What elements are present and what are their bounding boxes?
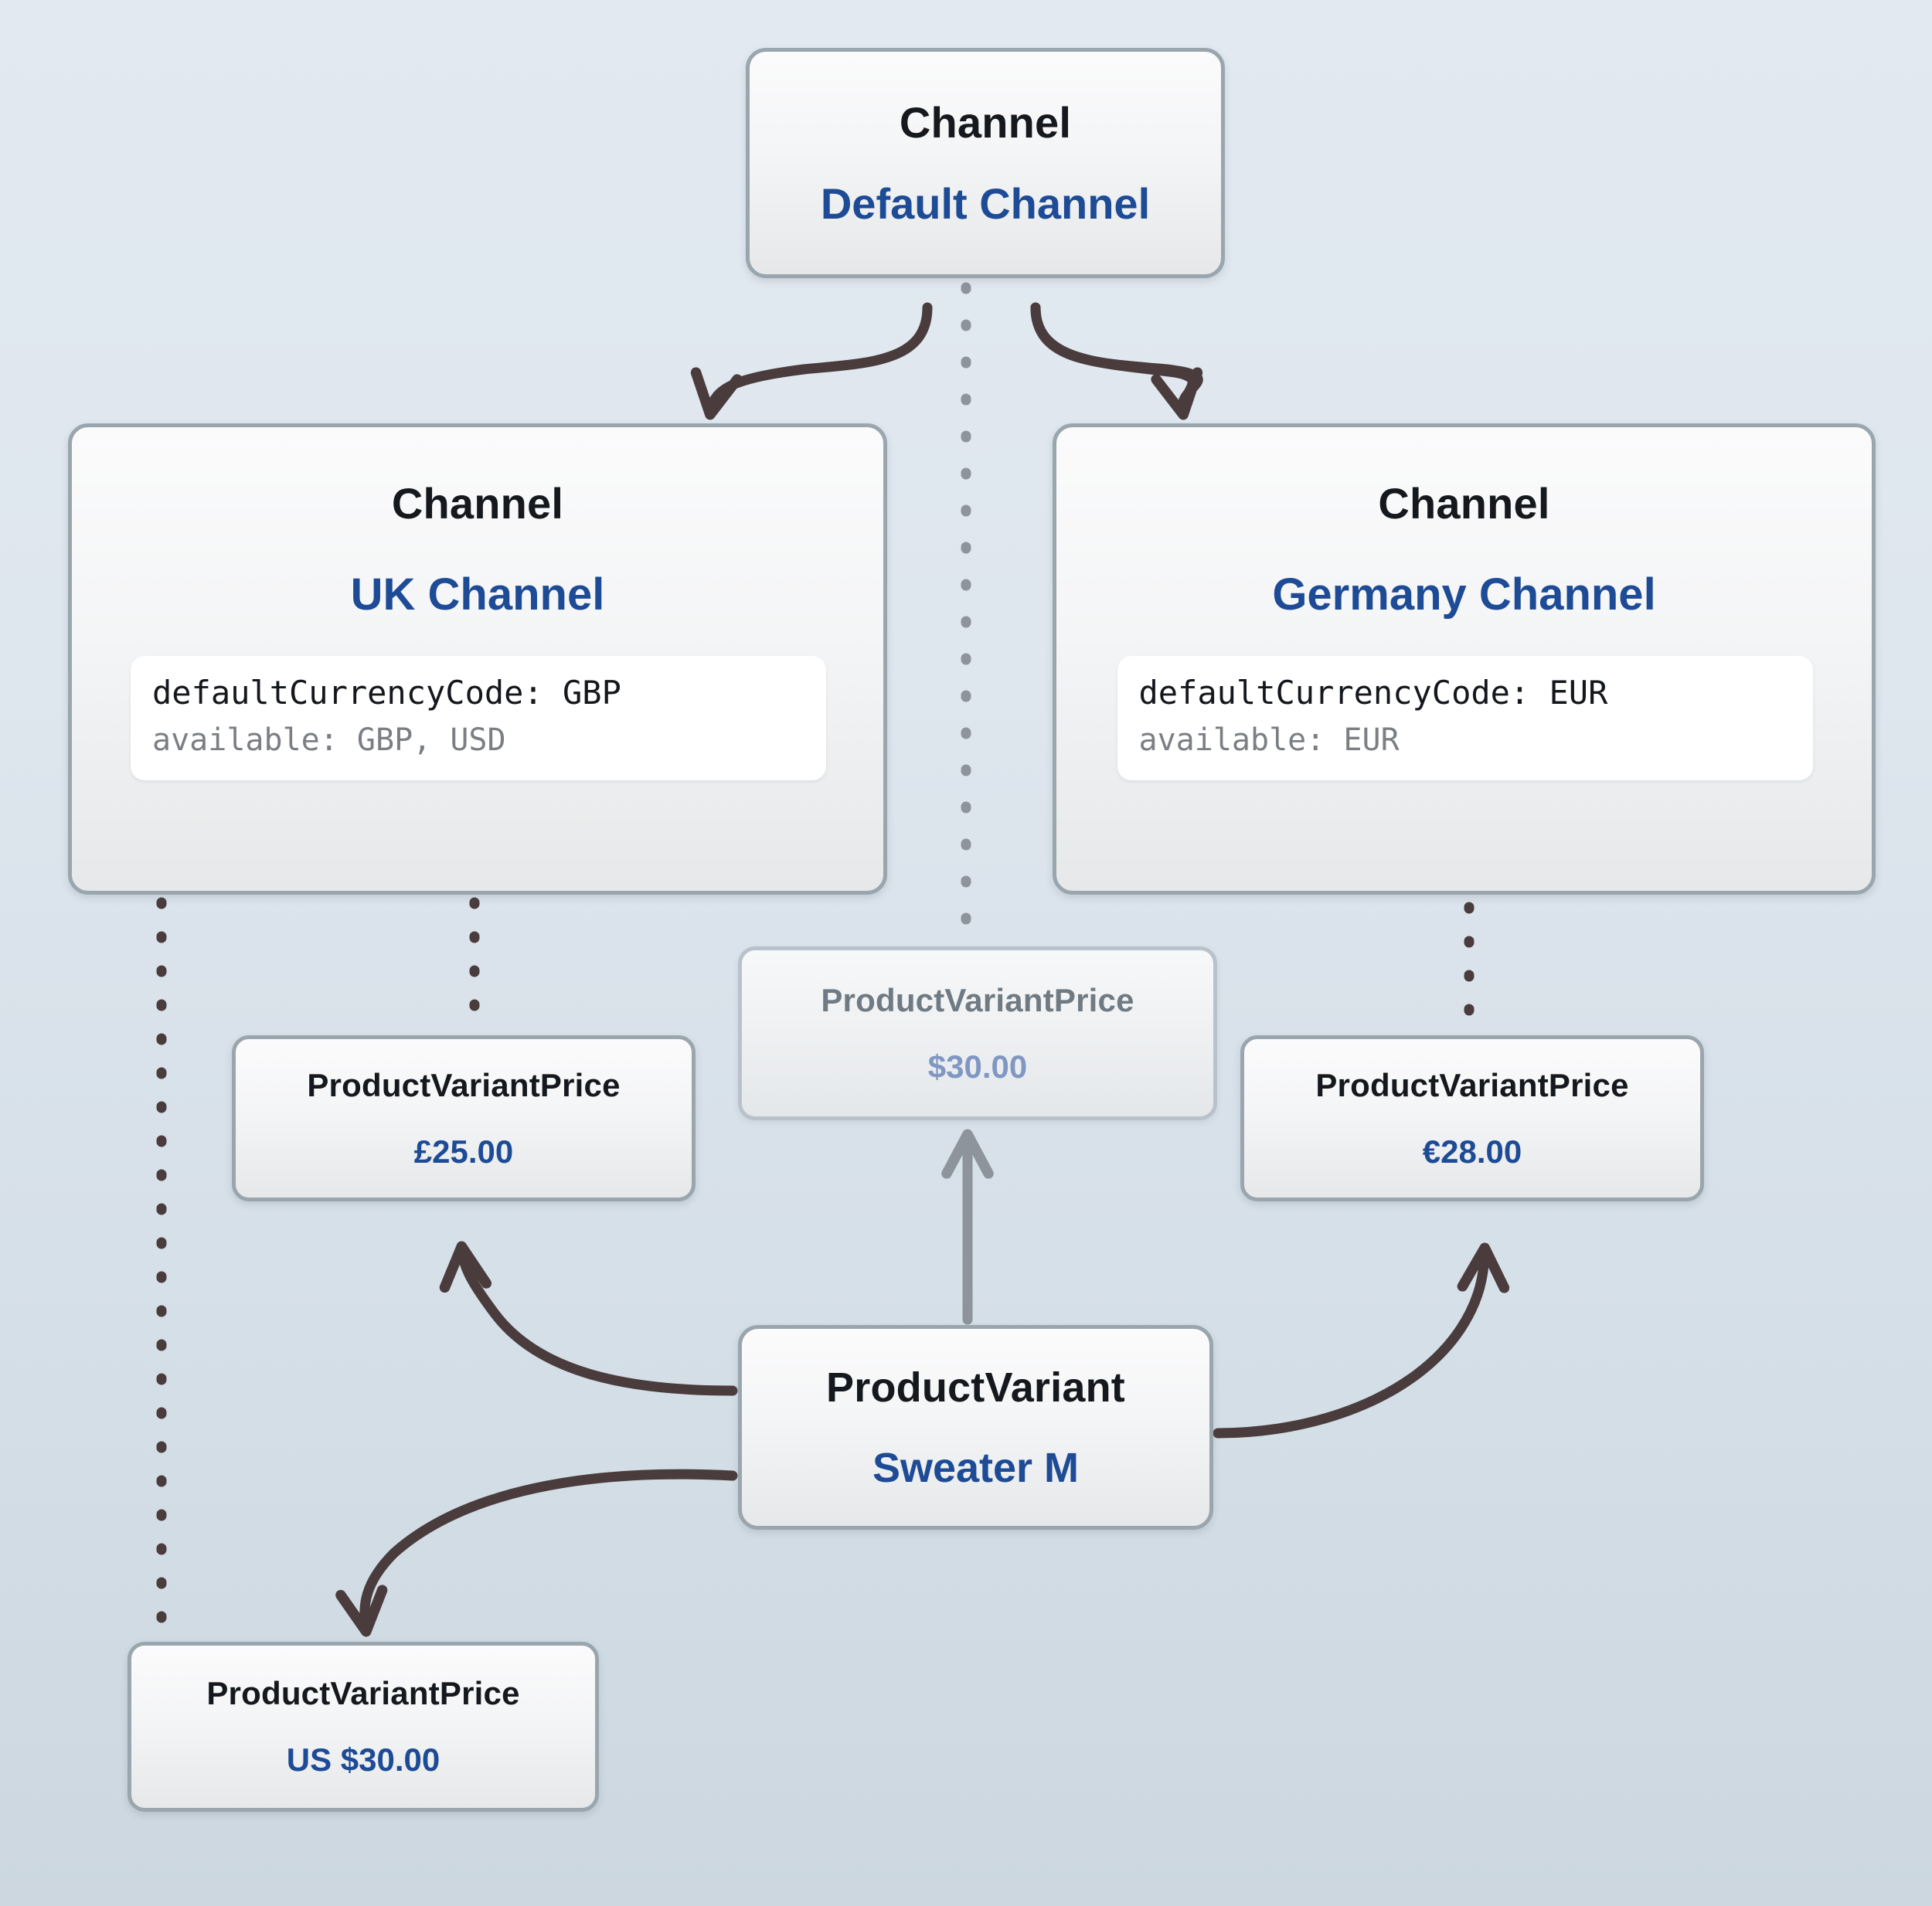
node-product-variant[interactable]: ProductVariant Sweater M — [738, 1325, 1213, 1530]
edge-default-channel-to-uk-channel — [690, 302, 933, 420]
edge-product-variant-to-price-eur — [1213, 1242, 1510, 1439]
attribute-default-currency: defaultCurrencyCode: EUR — [1138, 674, 1608, 712]
edge-default-channel-to-germany-channel-tail — [1030, 302, 1198, 413]
node-name-label: Default Channel — [820, 179, 1151, 228]
node-name-label: €28.00 — [1422, 1133, 1522, 1170]
attribute-default-currency: defaultCurrencyCode: GBP — [152, 674, 621, 712]
attribute-panel: defaultCurrencyCode: EUR available: EUR — [1117, 656, 1813, 780]
node-kind-label: Channel — [391, 479, 564, 528]
node-kind-label: Channel — [1378, 479, 1550, 528]
node-kind-label: ProductVariantPrice — [307, 1066, 621, 1103]
node-kind-label: ProductVariantPrice — [206, 1675, 520, 1711]
node-price-eur[interactable]: ProductVariantPrice €28.00 — [1240, 1035, 1704, 1201]
edge-product-variant-to-price-gbp — [439, 1241, 738, 1396]
node-name-label: £25.00 — [413, 1133, 514, 1170]
node-kind-label: ProductVariantPrice — [1315, 1066, 1629, 1103]
edge-product-variant-to-price-usd — [335, 1469, 738, 1637]
node-kind-label: ProductVariantPrice — [821, 981, 1134, 1018]
node-name-label: Germany Channel — [1272, 569, 1656, 620]
node-name-label: US $30.00 — [286, 1741, 440, 1778]
node-uk-channel[interactable]: Channel UK Channel defaultCurrencyCode: … — [68, 423, 887, 895]
node-price-gbp[interactable]: ProductVariantPrice £25.00 — [232, 1035, 696, 1201]
node-price-usd[interactable]: ProductVariantPrice US $30.00 — [128, 1642, 599, 1812]
attribute-panel: defaultCurrencyCode: GBP available: GBP,… — [131, 656, 826, 780]
node-kind-label: Channel — [899, 98, 1072, 147]
edge-default-channel-to-germany-channel — [1030, 302, 1203, 420]
attribute-available-currencies: available: EUR — [1138, 722, 1400, 758]
node-name-label: Sweater M — [872, 1444, 1080, 1491]
node-default-channel[interactable]: Channel Default Channel — [746, 48, 1225, 278]
node-germany-channel[interactable]: Channel Germany Channel defaultCurrencyC… — [1053, 423, 1876, 895]
node-kind-label: ProductVariant — [826, 1364, 1125, 1411]
node-name-label: UK Channel — [350, 569, 605, 620]
node-name-label: $30.00 — [927, 1048, 1028, 1085]
attribute-available-currencies: available: GBP, USD — [152, 722, 506, 758]
node-price-usd-default[interactable]: ProductVariantPrice $30.00 — [738, 946, 1217, 1120]
